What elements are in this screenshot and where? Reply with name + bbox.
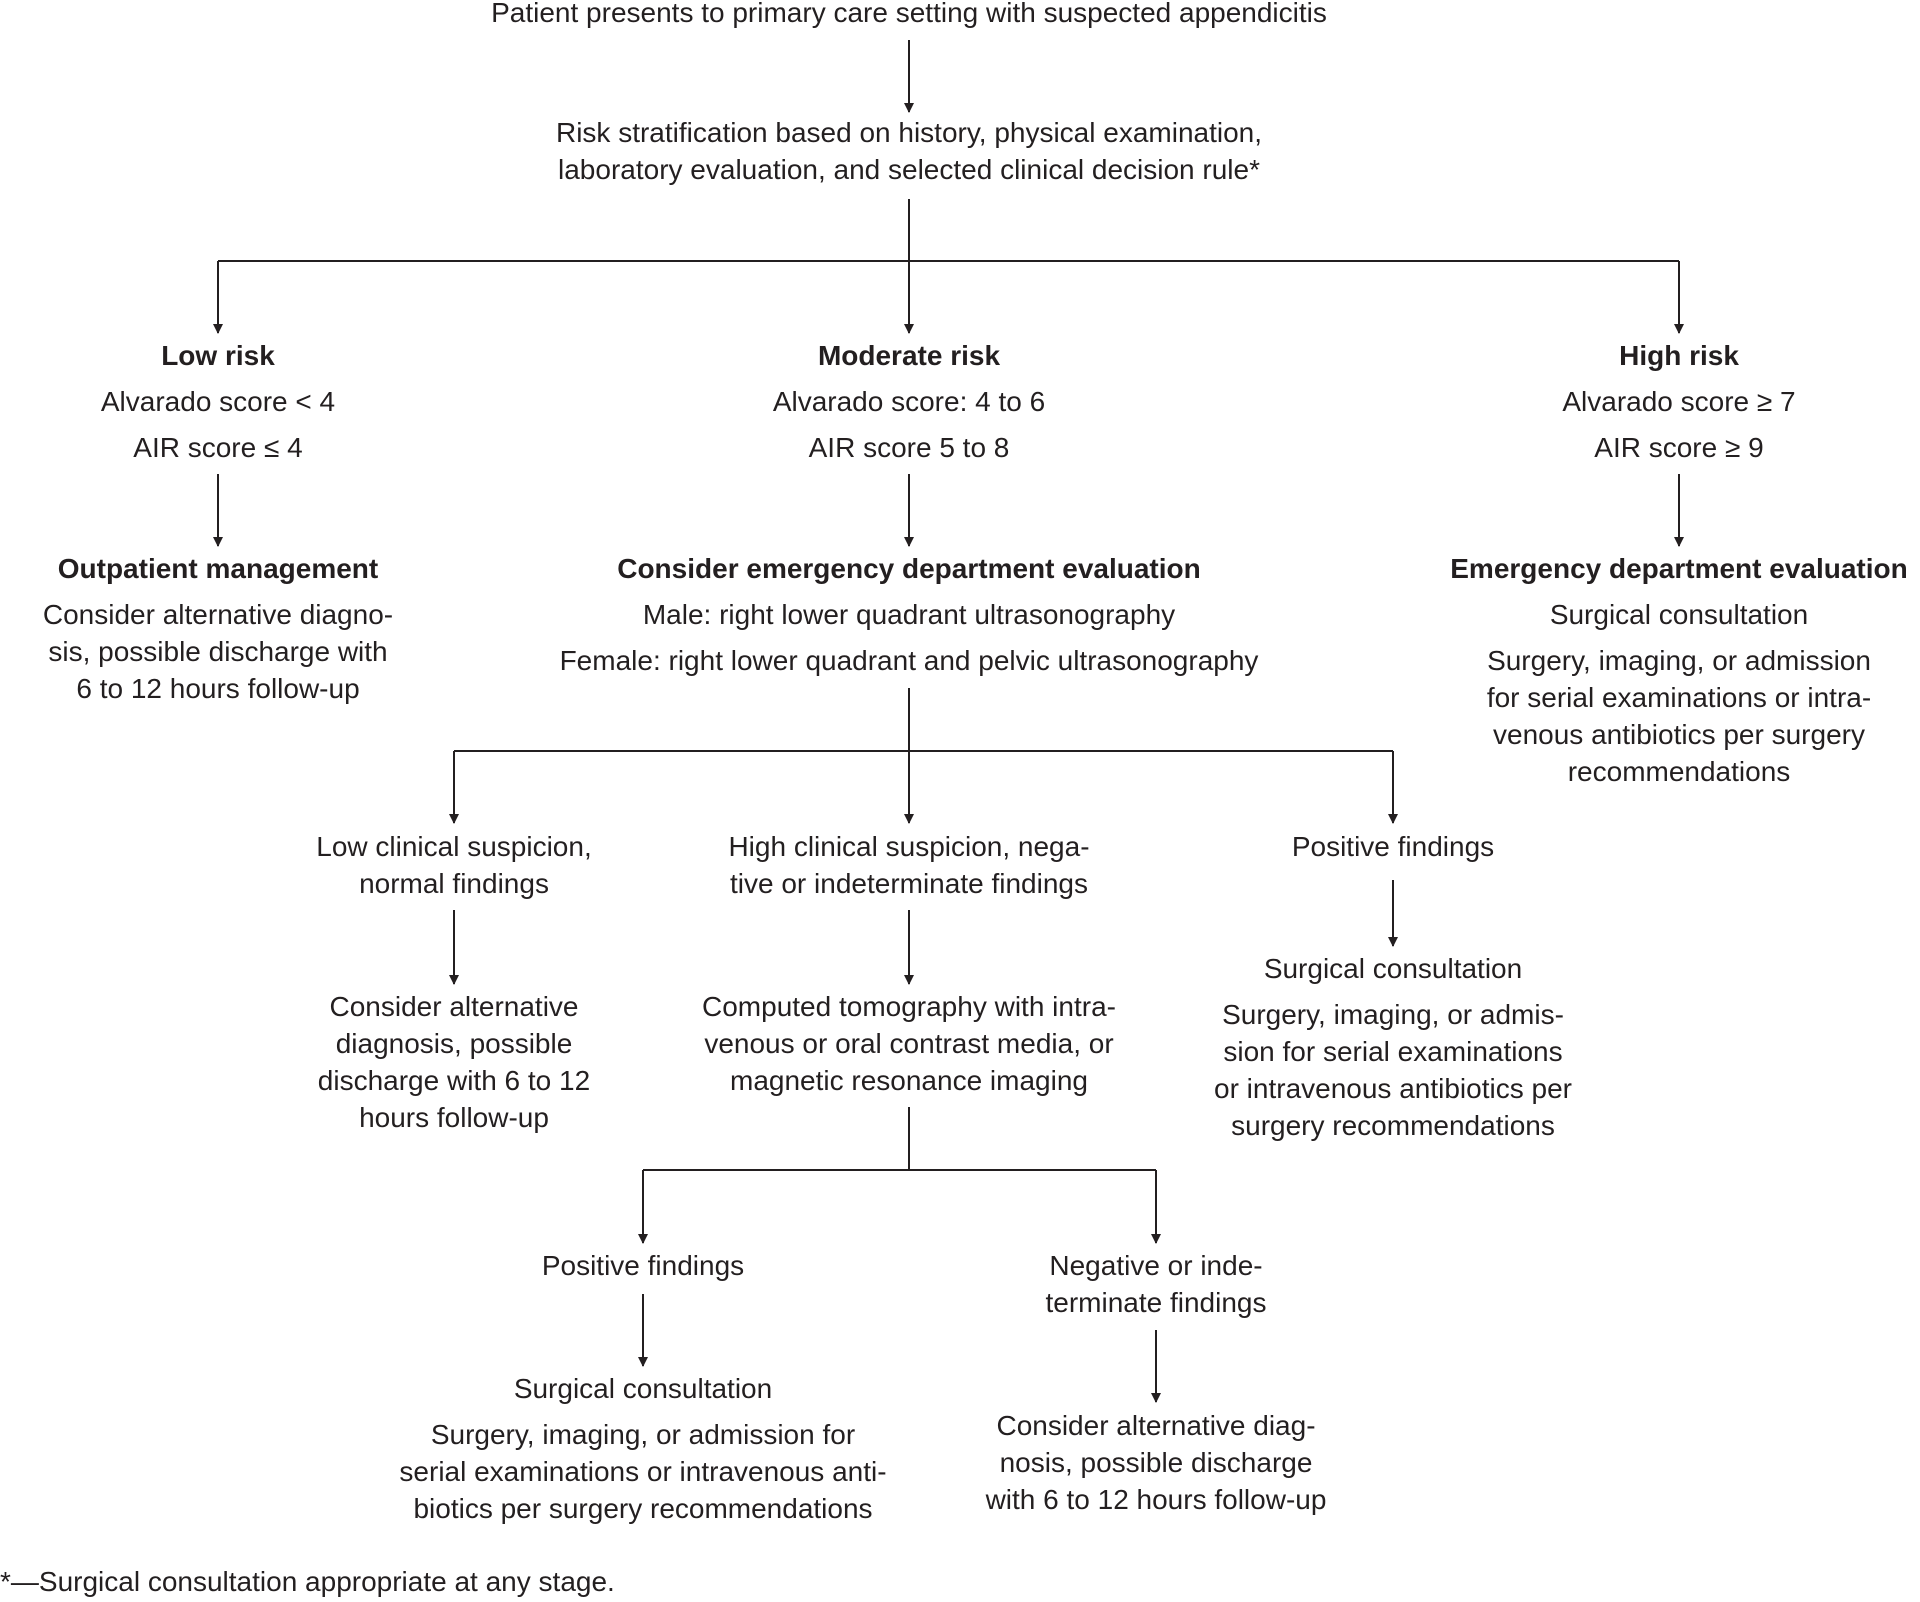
low-suspicion-line-1: Low clinical suspicion, — [316, 831, 592, 862]
consider-ed-evaluation-node: Consider emergency department evaluation… — [459, 550, 1359, 679]
ct-positive-detail-line-3: biotics per surgery recommendations — [413, 1493, 873, 1524]
us-positive-findings-text: Positive findings — [1291, 831, 1495, 862]
high-clinical-suspicion-node: High clinical suspicion, nega- tive or i… — [659, 828, 1159, 902]
ed-evaluation-title: Emergency department evaluation — [1450, 553, 1908, 584]
low-suspicion-line-2: normal findings — [359, 868, 549, 899]
ct-negative-line-2: terminate findings — [1045, 1287, 1267, 1318]
ct-negative-outcome-line-1: Consider alternative diag- — [996, 1410, 1316, 1441]
high-suspicion-line-2: tive or indeterminate findings — [730, 868, 1088, 899]
low-suspicion-outcome-line-2: diagnosis, possible — [335, 1028, 573, 1059]
high-risk-detail-line-1: Surgery, imaging, or admission — [1487, 645, 1871, 676]
us-positive-detail-line-2: sion for serial examinations — [1223, 1036, 1563, 1067]
low-risk-alvarado: Alvarado score < 4 — [100, 386, 336, 417]
low-suspicion-outcome-node: Consider alternative diagnosis, possible… — [254, 988, 654, 1136]
ct-negative-outcome-line-2: nosis, possible discharge — [999, 1447, 1313, 1478]
us-positive-detail-line-1: Surgery, imaging, or admis- — [1222, 999, 1564, 1030]
stratification-line-1: Risk stratification based on history, ph… — [555, 117, 1263, 148]
us-positive-detail-line-3: or intravenous antibiotics per — [1214, 1073, 1572, 1104]
high-risk-surgical-consultation: Surgical consultation — [1549, 599, 1809, 630]
low-suspicion-outcome-line-4: hours follow-up — [359, 1102, 549, 1133]
outpatient-management-node: Outpatient management Consider alternati… — [18, 550, 418, 707]
ct-positive-findings-text: Positive findings — [541, 1250, 745, 1281]
high-suspicion-line-1: High clinical suspicion, nega- — [728, 831, 1090, 862]
ct-positive-findings-node: Positive findings — [443, 1247, 843, 1284]
high-risk-node: High risk Alvarado score ≥ 7 AIR score ≥… — [1479, 337, 1879, 466]
high-risk-air: AIR score ≥ 9 — [1594, 432, 1764, 463]
low-risk-node: Low risk Alvarado score < 4 AIR score ≤ … — [18, 337, 418, 466]
moderate-risk-title: Moderate risk — [817, 340, 1001, 371]
ct-positive-detail-line-1: Surgery, imaging, or admission for — [430, 1419, 856, 1450]
moderate-risk-air: AIR score 5 to 8 — [808, 432, 1010, 463]
ct-negative-outcome-node: Consider alternative diag- nosis, possib… — [906, 1407, 1406, 1518]
imaging-node: Computed tomography with intra- venous o… — [609, 988, 1209, 1099]
high-risk-detail-line-4: recommendations — [1567, 756, 1791, 787]
ct-positive-detail-line-2: serial examinations or intravenous anti- — [399, 1456, 887, 1487]
imaging-line-2: venous or oral contrast media, or — [704, 1028, 1114, 1059]
ct-negative-line-1: Negative or inde- — [1049, 1250, 1263, 1281]
low-clinical-suspicion-node: Low clinical suspicion, normal findings — [254, 828, 654, 902]
us-positive-consult-node: Surgical consultation Surgery, imaging, … — [1143, 950, 1643, 1144]
high-risk-detail-line-2: for serial examinations or intra- — [1486, 682, 1872, 713]
start-node-text: Patient presents to primary care setting… — [491, 0, 1327, 28]
outpatient-line-3: 6 to 12 hours follow-up — [76, 673, 360, 704]
ct-positive-consult-node: Surgical consultation Surgery, imaging, … — [343, 1370, 943, 1527]
start-node: Patient presents to primary care setting… — [409, 0, 1409, 31]
high-risk-title: High risk — [1619, 340, 1739, 371]
low-risk-title: Low risk — [161, 340, 275, 371]
ed-evaluation-node: Emergency department evaluation Surgical… — [1429, 550, 1920, 790]
moderate-risk-alvarado: Alvarado score: 4 to 6 — [772, 386, 1046, 417]
us-positive-findings-node: Positive findings — [1193, 828, 1593, 865]
risk-stratification-node: Risk stratification based on history, ph… — [459, 114, 1359, 188]
ct-negative-findings-node: Negative or inde- terminate findings — [956, 1247, 1356, 1321]
moderate-risk-node: Moderate risk Alvarado score: 4 to 6 AIR… — [659, 337, 1159, 466]
us-positive-surgical-consultation: Surgical consultation — [1263, 953, 1523, 984]
low-risk-air: AIR score ≤ 4 — [133, 432, 303, 463]
high-risk-alvarado: Alvarado score ≥ 7 — [1562, 386, 1796, 417]
high-risk-detail-line-3: venous antibiotics per surgery — [1493, 719, 1865, 750]
outpatient-line-1: Consider alternative diagno- — [42, 599, 394, 630]
footnote: *—Surgical consultation appropriate at a… — [0, 1566, 615, 1597]
male-ultrasonography: Male: right lower quadrant ultrasonograp… — [642, 599, 1176, 630]
us-positive-detail-line-4: surgery recommendations — [1231, 1110, 1555, 1141]
low-suspicion-outcome-line-1: Consider alternative — [329, 991, 579, 1022]
female-ultrasonography: Female: right lower quadrant and pelvic … — [559, 645, 1259, 676]
low-suspicion-outcome-line-3: discharge with 6 to 12 — [317, 1065, 591, 1096]
ct-positive-surgical-consultation: Surgical consultation — [513, 1373, 773, 1404]
ct-negative-outcome-line-3: with 6 to 12 hours follow-up — [985, 1484, 1327, 1515]
outpatient-line-2: sis, possible discharge with — [48, 636, 388, 667]
stratification-line-2: laboratory evaluation, and selected clin… — [558, 154, 1260, 185]
imaging-line-3: magnetic resonance imaging — [730, 1065, 1088, 1096]
outpatient-management-title: Outpatient management — [57, 553, 379, 584]
imaging-line-1: Computed tomography with intra- — [702, 991, 1116, 1022]
consider-ed-evaluation-title: Consider emergency department evaluation — [617, 553, 1201, 584]
